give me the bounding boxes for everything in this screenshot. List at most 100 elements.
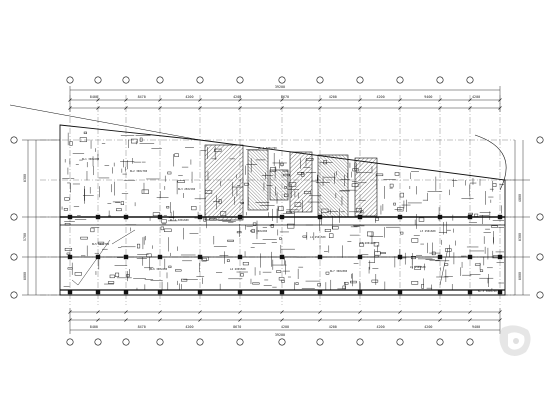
axis-bubble [278,76,286,84]
beam-label: KL4 300x600 [250,229,268,233]
beam-mark [79,137,87,143]
beam-mark [367,231,374,237]
beam-mark [431,251,436,256]
column [437,254,443,260]
beam-mark [126,274,130,278]
axis-bubble [436,338,444,346]
beam-label: KL6 300x600 [150,267,168,271]
beam-mark [174,153,179,157]
note-2: KL-2 300x600 [170,218,189,222]
beam-mark [380,252,386,254]
beam-mark [283,173,290,177]
axis-bubble [10,253,18,261]
beam-mark [294,202,302,207]
beam-mark [152,212,161,217]
beam-mark [270,224,274,228]
beam-mark [214,148,222,152]
beam-mark [67,267,73,270]
axis-bubble [536,291,544,299]
axis-bubble [196,338,204,346]
beam-mark [168,265,172,268]
axis-bubble [156,76,164,84]
axis-bubble [536,213,544,221]
beam-mark [137,243,141,249]
beam-mark [167,171,172,175]
dimension-label: 5700 [23,233,27,241]
beam-mark [97,241,105,245]
column [317,214,323,220]
dimension-label: 4200 [281,325,289,329]
beam-mark [474,213,479,217]
beam-mark [342,285,346,290]
axis-bubble [278,338,286,346]
axis-bubble [94,338,102,346]
beam-mark [324,229,331,232]
beam-mark [202,256,209,261]
beam-mark [389,183,394,188]
dimension-label: 6300 [518,233,522,241]
beam-mark [394,172,400,176]
column [467,214,473,220]
beam-mark [491,225,498,228]
beam-mark [220,211,227,216]
column [123,289,129,295]
axis-bubble [536,136,544,144]
dimension-label: 8670 [281,95,289,99]
column [437,289,443,295]
axis-bubble [316,338,324,346]
beam-mark [164,228,172,232]
beam-mark [269,167,277,172]
beam-mark [146,253,152,258]
beam-mark [373,242,380,247]
beam-mark [203,217,207,222]
beam-mark [400,231,404,235]
column [467,289,473,295]
column [357,289,363,295]
beam-mark [226,259,230,262]
column [123,254,129,260]
axis-bubble [10,213,18,221]
beam-mark [444,263,449,266]
beam-mark [278,206,284,211]
beam-mark [161,219,167,224]
column [279,289,285,295]
dimension-label: 4200 [185,325,193,329]
beam-mark [286,211,292,214]
beam-mark [63,208,68,211]
axis-bubble [122,338,130,346]
beam-mark [344,281,349,285]
beam-mark [205,190,213,194]
axis-bubble [236,338,244,346]
beam-mark [375,217,379,221]
beam-mark [240,201,244,204]
dimension-label: 8400 [90,95,98,99]
dimension-label: 6000 [518,272,522,280]
beam-mark [445,248,452,252]
column [95,289,101,295]
column [67,289,73,295]
beam-label: KL7 300x800 [330,269,348,273]
beam-mark [356,208,362,213]
beam-label: KL5 300x700 [92,242,110,246]
axis-bubble [396,76,404,84]
axis-bubble [466,76,474,84]
column [197,254,203,260]
axis-bubble [316,76,324,84]
column [157,289,163,295]
dimension-label: 4200 [376,325,384,329]
dimension-label: 4200 [376,95,384,99]
beam-mark [332,226,339,230]
beam-label: KL3 250x500 [178,187,196,191]
beam-mark [284,193,289,197]
beam-mark [302,235,307,238]
beam-mark [74,272,82,276]
beam-mark [83,131,87,134]
beam-annotations [61,131,504,290]
beam-mark [69,141,73,146]
beam-mark [352,168,359,172]
beam-mark [116,208,122,212]
column [397,214,403,220]
